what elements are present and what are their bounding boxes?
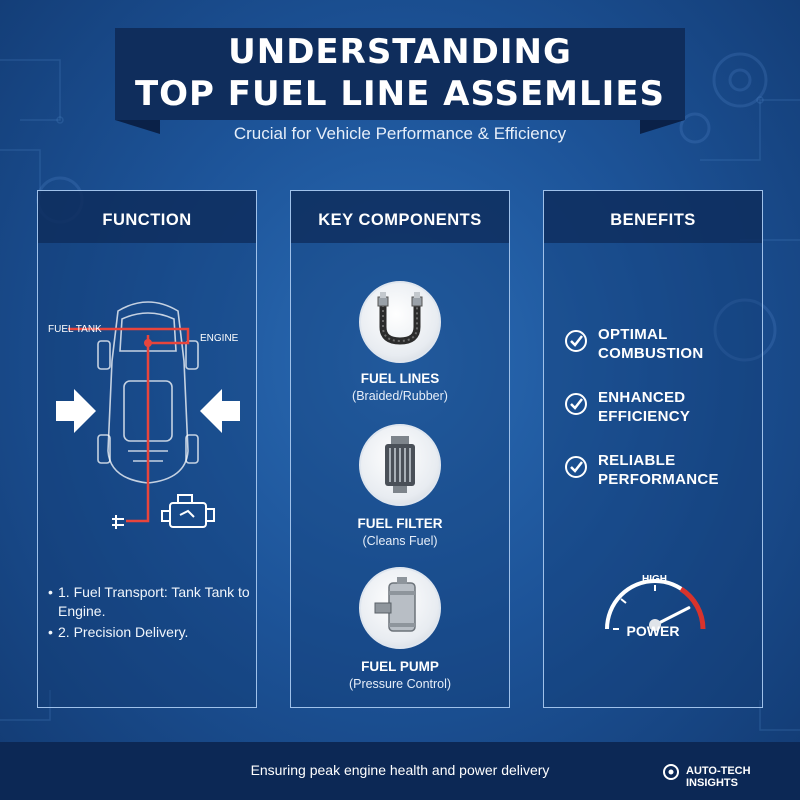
component-title: FUEL PUMP	[361, 659, 439, 674]
benefits-heading: BENEFITS	[544, 191, 762, 243]
function-bullet-list: 1. Fuel Transport: Tank Tank to Engine. …	[48, 583, 253, 644]
benefit-text: OPTIMAL COMBUSTION	[598, 325, 758, 363]
gauge-needle	[653, 606, 691, 627]
function-bullet: 2. Precision Delivery.	[48, 623, 253, 642]
function-heading: FUNCTION	[38, 191, 256, 243]
fuel-line-path	[68, 327, 190, 523]
benefit-line: ENHANCED	[598, 389, 686, 406]
fuel-tank-label: FUEL TANK	[48, 324, 102, 335]
benefits-panel: BENEFITS OPTIMAL COMBUSTION ENHANCED EFF…	[543, 190, 763, 708]
page-title-line-1: UNDERSTANDING	[228, 32, 572, 72]
title-banner	[115, 28, 685, 134]
benefit-line: EFFICIENCY	[598, 408, 691, 425]
benefit-line: PERFORMANCE	[598, 471, 719, 488]
footer-bar	[0, 742, 800, 800]
page-title-line-2: TOP FUEL LINE ASSEMLIES	[134, 74, 666, 114]
braided-hose-icon	[359, 281, 441, 363]
arrow-right-icon	[56, 389, 96, 433]
engine-label: ENGINE	[200, 333, 239, 344]
benefit-line: OPTIMAL	[598, 326, 668, 343]
benefit-text: ENHANCED EFFICIENCY	[598, 388, 758, 426]
arrow-left-icon	[200, 389, 240, 433]
gear-logo-icon	[663, 764, 679, 780]
checkmark-circle-icon	[565, 330, 587, 352]
gauge-high-label: HIGH	[642, 574, 667, 585]
benefit-line: RELIABLE	[598, 452, 676, 469]
component-title: FUEL FILTER	[357, 516, 443, 531]
fuel-pump-icon	[359, 567, 441, 649]
benefit-line: COMBUSTION	[598, 345, 704, 362]
brand-name: AUTO-TECH INSIGHTS	[686, 765, 751, 789]
checkmark-circle-icon	[565, 393, 587, 415]
gauge-caption: POWER	[626, 623, 680, 639]
footer-tagline: Ensuring peak engine health and power de…	[250, 762, 550, 778]
engine-icon	[161, 494, 215, 528]
function-bullet: 1. Fuel Transport: Tank Tank to Engine.	[48, 583, 253, 621]
checkmark-circle-icon	[565, 456, 587, 478]
power-gauge-icon	[605, 579, 706, 631]
component-subtitle: (Pressure Control)	[348, 677, 452, 691]
components-heading: KEY COMPONENTS	[291, 191, 509, 243]
fuel-system-diagram	[56, 301, 240, 529]
fuel-filter-icon	[359, 424, 441, 506]
component-title: FUEL LINES	[360, 371, 440, 386]
component-subtitle: (Cleans Fuel)	[362, 534, 438, 548]
component-subtitle: (Braided/Rubber)	[352, 389, 448, 403]
benefit-text: RELIABLE PERFORMANCE	[598, 451, 758, 489]
page-subtitle: Crucial for Vehicle Performance & Effici…	[233, 124, 567, 143]
components-panel: KEY COMPONENTS FUEL LINES (Braided/Rubbe…	[290, 190, 510, 708]
fuel-valve-icon	[112, 515, 124, 529]
function-panel: FUNCTION	[37, 190, 257, 708]
